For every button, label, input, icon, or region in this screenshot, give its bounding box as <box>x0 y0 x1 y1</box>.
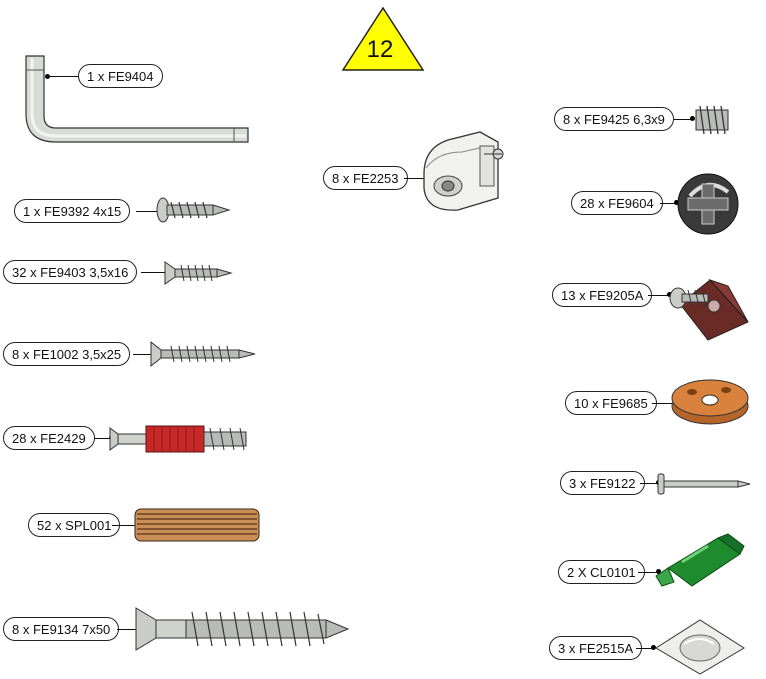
part-label-fe9205a: 13 x FE9205A <box>552 283 653 307</box>
part-label-fe1002: 8 x FE1002 3,5x25 <box>3 342 131 366</box>
leader-line <box>636 648 654 650</box>
leader-dot <box>651 645 656 650</box>
step-warning-triangle-icon <box>341 6 425 71</box>
cam-bolt-with-red-dowel-icon <box>109 425 247 453</box>
part-label-fe2253: 8 x FE2253 <box>323 166 408 190</box>
cam-lock-icon <box>677 173 739 235</box>
leader-line <box>112 525 138 527</box>
leader-line <box>404 178 438 180</box>
step-number: 12 <box>366 36 394 63</box>
leader-line <box>640 483 658 485</box>
leader-line <box>648 295 670 297</box>
leader-line <box>674 119 694 121</box>
countersunk-screw-icon <box>164 261 233 285</box>
part-label-fe9685: 10 x FE9685 <box>565 391 657 415</box>
leader-line <box>49 76 79 78</box>
glue-tube-icon <box>655 533 745 587</box>
part-label-fe9134: 8 x FE9134 7x50 <box>3 617 120 641</box>
leader-line <box>94 438 112 440</box>
leader-dot <box>690 116 695 121</box>
leader-dot <box>667 292 672 297</box>
leader-line <box>117 629 139 631</box>
allen-key-icon <box>25 55 249 143</box>
part-label-fe2429: 28 x FE2429 <box>3 426 95 450</box>
leader-line <box>660 203 678 205</box>
leader-line <box>136 211 160 213</box>
leader-line <box>133 354 155 356</box>
countersunk-screw-icon <box>150 340 256 368</box>
leader-dot <box>674 200 679 205</box>
leader-line <box>141 272 167 274</box>
part-label-fe9404: 1 x FE9404 <box>78 64 163 88</box>
part-label-fe9392: 1 x FE9392 4x15 <box>14 199 131 223</box>
shelf-support-bracket-icon <box>423 131 504 211</box>
part-label-cl0101: 2 X CL0101 <box>558 560 645 584</box>
leader-line <box>638 572 660 574</box>
long-screw-icon <box>135 607 350 651</box>
part-label-fe9122: 3 x FE9122 <box>560 471 645 495</box>
part-label-fe2515a: 3 x FE2515A <box>549 636 643 660</box>
leader-dot <box>45 74 50 79</box>
corner-block-with-screw-icon <box>669 278 749 341</box>
part-label-fe9604: 28 x FE9604 <box>571 191 663 215</box>
part-label-fe9425: 8 x FE9425 6,3x9 <box>554 107 674 131</box>
cam-housing-ring-icon <box>671 379 749 425</box>
bumper-pad-icon <box>655 619 745 675</box>
leader-line <box>652 403 682 405</box>
wooden-dowel-icon <box>134 508 260 542</box>
threaded-insert-icon <box>695 105 729 135</box>
nail-icon <box>657 473 751 495</box>
part-label-spl001: 52 x SPL001 <box>28 513 121 537</box>
pan-head-screw-icon <box>156 197 231 223</box>
part-label-fe9403: 32 x FE9403 3,5x16 <box>3 260 138 284</box>
leader-dot <box>656 569 661 574</box>
